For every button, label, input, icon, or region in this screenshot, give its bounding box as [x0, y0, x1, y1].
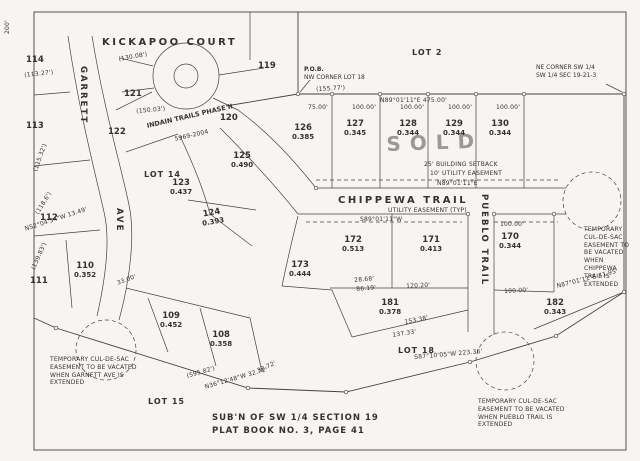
- lot-112: 112: [40, 213, 58, 223]
- measurement-75: 75.00': [308, 104, 329, 111]
- temp-culdesac-garrett: [75, 319, 137, 381]
- street-chippewa-trail: CHIPPEWA TRAIL: [338, 195, 469, 206]
- temp-culdesac-chippewa: [562, 171, 622, 231]
- measurement-100-d: 100.00': [496, 104, 521, 111]
- measurement-100-b: 100.00': [400, 104, 425, 111]
- ne-corner-line1: NE CORNER SW 1/4: [536, 64, 595, 71]
- area-lot-2: LOT 2: [412, 48, 443, 57]
- area-lot-15: LOT 15: [148, 397, 185, 406]
- note-chippewa-culdesac: TEMPORARY CUL-DE-SAC EASEMENT TO BE VACA…: [584, 226, 630, 288]
- pob-note: P.O.B. NW CORNER LOT 18: [304, 66, 365, 81]
- utility-easement-typ-label: UTILITY EASEMENT (TYP): [388, 207, 467, 214]
- pob-line1: P.O.B.: [304, 66, 324, 73]
- bearing-north-label: N89°01'11"E: [437, 180, 478, 187]
- pob-line2: NW CORNER LOT 18: [304, 73, 365, 81]
- street-garrett: GARRETT: [78, 66, 88, 125]
- area-lot-14: LOT 14: [144, 170, 181, 179]
- temp-culdesac-pueblo: [475, 331, 535, 391]
- plat-title: SUB'N OF SW 1/4 SECTION 19 PLAT BOOK NO.…: [212, 412, 379, 438]
- plat-border: [33, 11, 627, 451]
- ne-corner-note: NE CORNER SW 1/4 SW 1/4 SEC 19-21-3: [536, 64, 596, 79]
- plat-title-line1: SUB'N OF SW 1/4 SECTION 19: [212, 413, 379, 423]
- measurement-100-f: 100.00': [504, 286, 529, 295]
- measurement-100-e: 100.00': [500, 221, 525, 228]
- note-pueblo-culdesac: TEMPORARY CUL-DE-SAC EASEMENT TO BE VACA…: [478, 398, 565, 429]
- street-garrett-ave: AVE: [114, 208, 124, 233]
- area-lot-18: LOT 18: [398, 346, 435, 355]
- measurement-100-a: 100.00': [352, 104, 377, 111]
- bearing-north-boundary: N89°01'11"E 475.00': [380, 97, 447, 104]
- note-garrett-culdesac: TEMPORARY CUL-DE-SAC EASEMENT TO BE VACA…: [50, 356, 137, 387]
- lot-120: 120: [220, 113, 238, 123]
- lot-121: 121: [124, 89, 142, 99]
- lot-113: 113: [26, 121, 44, 131]
- street-kickapoo-court: KICKAPOO COURT: [102, 37, 238, 48]
- lot-114: 114: [26, 55, 44, 65]
- utility-easement-10-label: 10' UTILITY EASEMENT: [430, 170, 502, 177]
- lot-111: 111: [30, 276, 48, 286]
- plat-title-line2: PLAT BOOK NO. 3, PAGE 41: [212, 425, 365, 436]
- bearing-south-label: S89°01'11"W: [360, 216, 403, 223]
- street-pueblo-trail: PUEBLO TRAIL: [479, 194, 489, 287]
- scale-measurement: 200': [4, 20, 11, 34]
- building-setback-label: 25' BUILDING SETBACK: [424, 161, 498, 168]
- measurement-100-c: 100.00': [448, 104, 473, 111]
- ne-corner-line2: SW 1/4 SEC 19-21-3: [536, 71, 597, 79]
- measurement-120-20: 120.20': [406, 281, 431, 290]
- lot-119: 119: [258, 61, 276, 71]
- lot-122: 122: [108, 127, 126, 137]
